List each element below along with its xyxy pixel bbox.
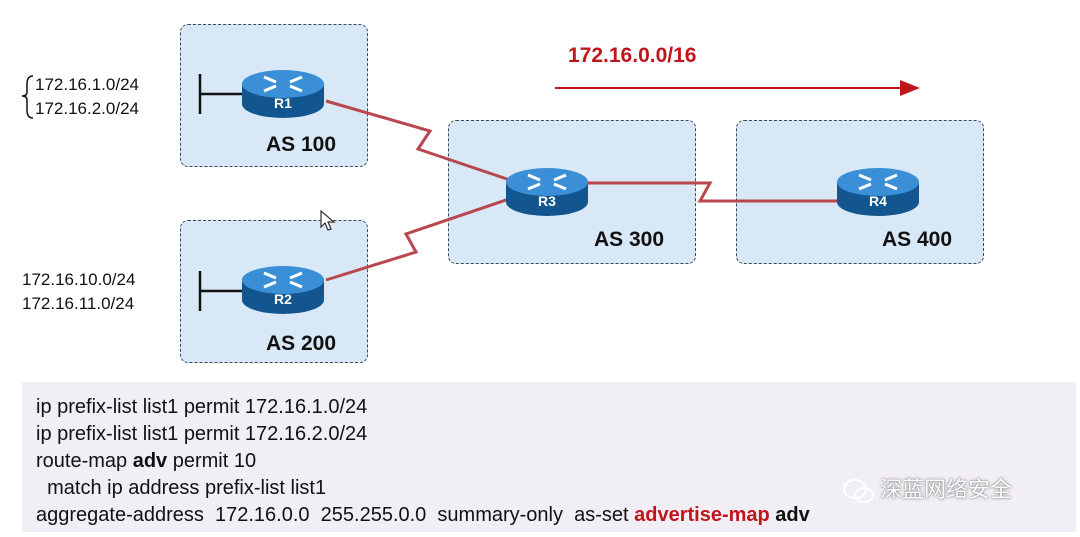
router-icon (506, 168, 588, 216)
as-400-label: AS 400 (882, 228, 953, 251)
config-block: ip prefix-list list1 permit 172.16.1.0/2… (22, 382, 1076, 532)
router-r4-label: R4 (869, 193, 887, 209)
as-200-label: AS 200 (266, 332, 337, 355)
r1-network-2: 172.16.2.0/24 (35, 99, 139, 118)
link-r1-r3 (325, 99, 511, 182)
router-r3-label: R3 (538, 193, 556, 209)
config-line-3-prefix: route-map (36, 450, 133, 472)
advertise-map-keyword: advertise-map (634, 504, 770, 526)
aggregate-prefix-label: 172.16.0.0/16 (568, 44, 697, 67)
mouse-cursor-icon (320, 210, 336, 231)
config-line-3: route-map adv permit 10 (36, 450, 256, 473)
config-line-5-prefix: aggregate-address 172.16.0.0 255.255.0.0… (36, 504, 635, 526)
wechat-icon (843, 479, 874, 504)
config-line-1: ip prefix-list list1 permit 172.16.1.0/2… (36, 396, 368, 418)
link-r3-r4 (586, 181, 838, 203)
links-layer (21, 74, 920, 311)
config-line-5: aggregate-address 172.16.0.0 255.255.0.0… (36, 504, 810, 527)
router-icon (242, 266, 324, 314)
r1-network-brace (21, 75, 34, 119)
router-r1-label: R1 (274, 95, 292, 111)
r2-network-2: 172.16.11.0/24 (22, 294, 135, 313)
router-r2-label: R2 (274, 291, 292, 307)
router-icon (837, 168, 919, 216)
watermark-text: 深蓝网络安全 (880, 477, 1013, 502)
config-line-2: ip prefix-list list1 permit 172.16.2.0/2… (36, 423, 368, 445)
config-line-4: match ip address prefix-list list1 (36, 477, 327, 499)
as-100-label: AS 100 (266, 133, 337, 156)
advertise-map-name: adv (769, 504, 810, 526)
router-r2: R2 (240, 264, 326, 316)
router-icon (242, 70, 324, 118)
route-map-name: adv (132, 450, 168, 472)
router-r4: R4 (835, 166, 921, 218)
bgp-topology-diagram: 172.16.1.0/24 172.16.2.0/24 172.16.10.0/… (21, 24, 984, 363)
router-r3: R3 (504, 166, 590, 218)
r1-network-1: 172.16.1.0/24 (35, 75, 139, 94)
as-300-label: AS 300 (594, 228, 665, 251)
config-line-3-suffix: permit 10 (167, 450, 257, 472)
router-r1: R1 (240, 68, 326, 120)
r2-network-1: 172.16.10.0/24 (22, 270, 136, 289)
watermark: 深蓝网络安全 (842, 472, 1012, 504)
link-r2-r3 (325, 196, 513, 282)
